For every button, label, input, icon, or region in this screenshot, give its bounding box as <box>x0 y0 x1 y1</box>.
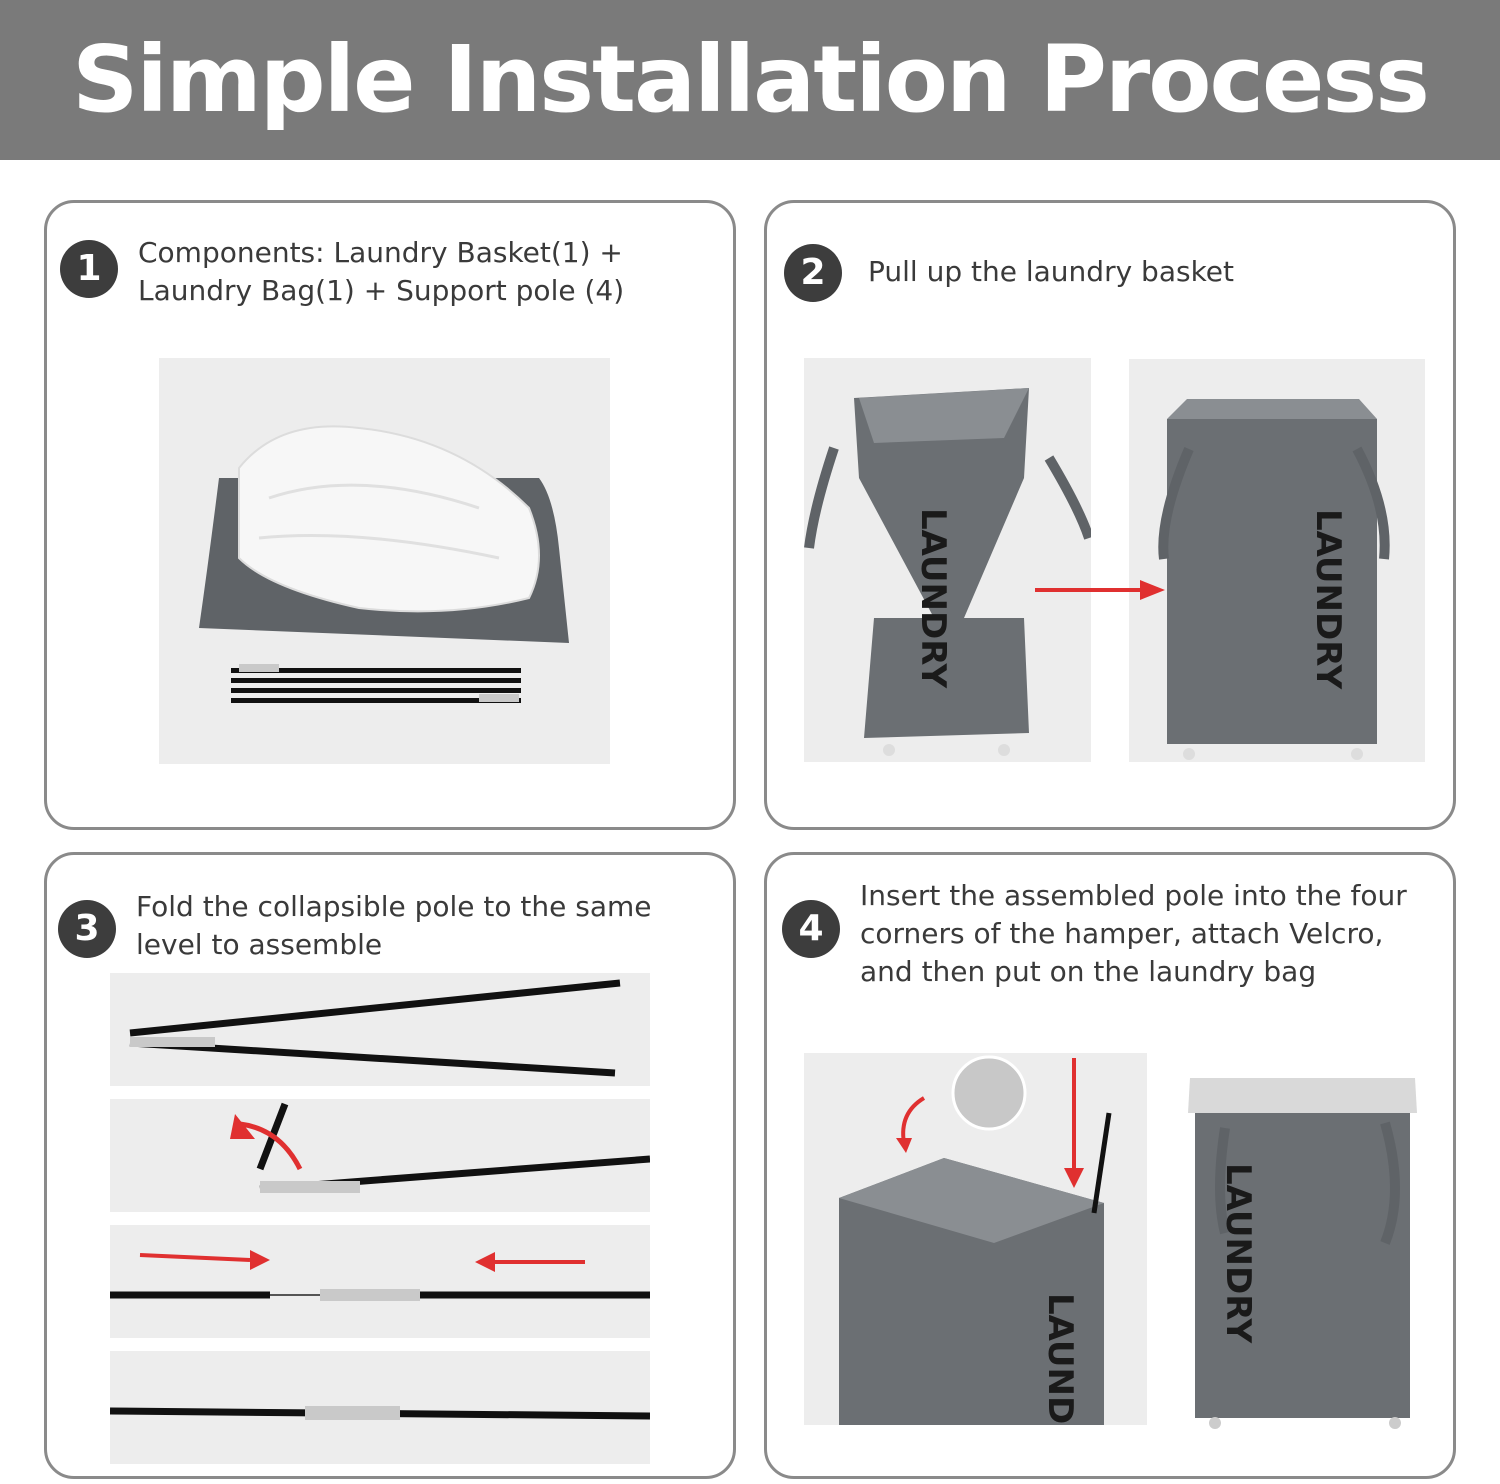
step-1-text: Components: Laundry Basket(1) + Laundry … <box>138 236 625 307</box>
arrow-right-icon <box>1035 580 1165 600</box>
step-1-badge: 1 <box>60 240 118 298</box>
step-4-badge: 4 <box>782 900 840 958</box>
step-2-text: Pull up the laundry basket <box>868 255 1234 288</box>
pole-stage-4-photo <box>110 1351 650 1464</box>
step-3-text: Fold the collapsible pole to the same le… <box>136 890 652 961</box>
basket-label-finished: LAUNDRY <box>1218 1163 1258 1344</box>
finished-hamper-photo: LAUNDRY <box>1165 1053 1435 1433</box>
step-2-badge: 2 <box>784 244 842 302</box>
expanded-basket-photo: LAUNDRY <box>1129 359 1425 762</box>
basket-label-insertion: LAUNDRY <box>1040 1293 1080 1425</box>
pole-stage-1-photo <box>110 973 650 1086</box>
components-photo <box>159 358 610 764</box>
basket-label-expanded: LAUNDRY <box>1308 509 1348 690</box>
basket-label-collapsed: LAUNDRY <box>913 508 953 689</box>
title-banner <box>0 0 1500 160</box>
pole-insertion-photo: LAUNDRY <box>804 1053 1147 1425</box>
collapsed-basket-photo: LAUNDRY <box>804 358 1091 762</box>
pole-stage-2-photo <box>110 1099 650 1212</box>
page-title: Simple Installation Process <box>72 26 1430 133</box>
step-4-text: Insert the assembled pole into the four … <box>860 879 1407 988</box>
step-3-badge: 3 <box>58 900 116 958</box>
pole-stage-3-photo <box>110 1225 650 1338</box>
